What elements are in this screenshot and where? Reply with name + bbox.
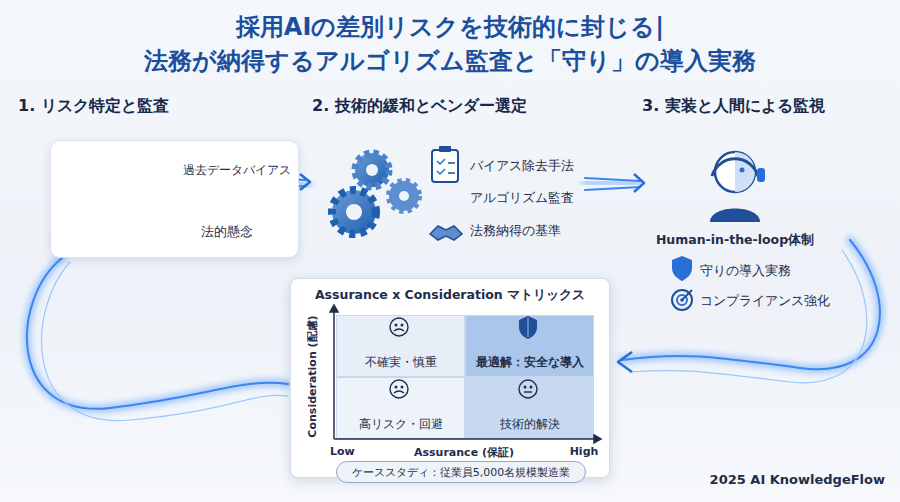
matrix-quadrant: 技術的解決 [465,377,594,439]
section-heading: 2. 技術的緩和とベンダー選定 [312,96,527,117]
step-item: アルゴリズム監査 [470,189,574,207]
matrix-quadrant: 最適解：安全な導入 [465,315,594,377]
section-heading: 3. 実装と人間による監視 [642,96,825,117]
axis-label: Consideration (配慮) [304,315,319,437]
axis-label: Low [330,445,355,458]
section-heading: 1. リスク特定と監査 [18,96,169,117]
matrix-quadrant: 不確実・慎重 [336,315,465,377]
node-text: 高リスク・回避 [337,416,464,433]
risk-card: 過去データバイアス法的懸念 [50,140,299,258]
step-item: Human-in-the-loop体制 [656,232,814,249]
node-text: 不確実・慎重 [337,354,464,371]
page-title: 採用AIの差別リスクを技術的に封じる| 法務が納得するアルゴリズム監査と「守り」… [90,10,810,78]
node-text: 最適解：安全な導入 [466,354,593,371]
matrix-quadrant: 高リスク・回避 [336,377,465,439]
step-item: バイアス除去手法 [470,157,574,175]
step-item: 守りの導入実務 [700,262,791,280]
step-item: 法務納得の基準 [470,222,561,240]
node-text: Assurance x Consideration マトリックス [291,287,609,304]
node-text: 法的懸念 [201,223,253,241]
axis-label: Assurance (保証) [414,445,514,460]
node-text: 過去データバイアス [183,163,291,178]
case-study-pill: ケーススタディ：従業員5,000名規模製造業 [336,461,586,483]
node-text: 技術的解決 [466,416,593,433]
axis-label: High [570,445,599,458]
node-text: ケーススタディ：従業員5,000名規模製造業 [337,465,585,480]
step-item: コンプライアンス強化 [700,292,830,310]
footer-credit: 2025 AI KnowledgeFlow [710,472,885,487]
